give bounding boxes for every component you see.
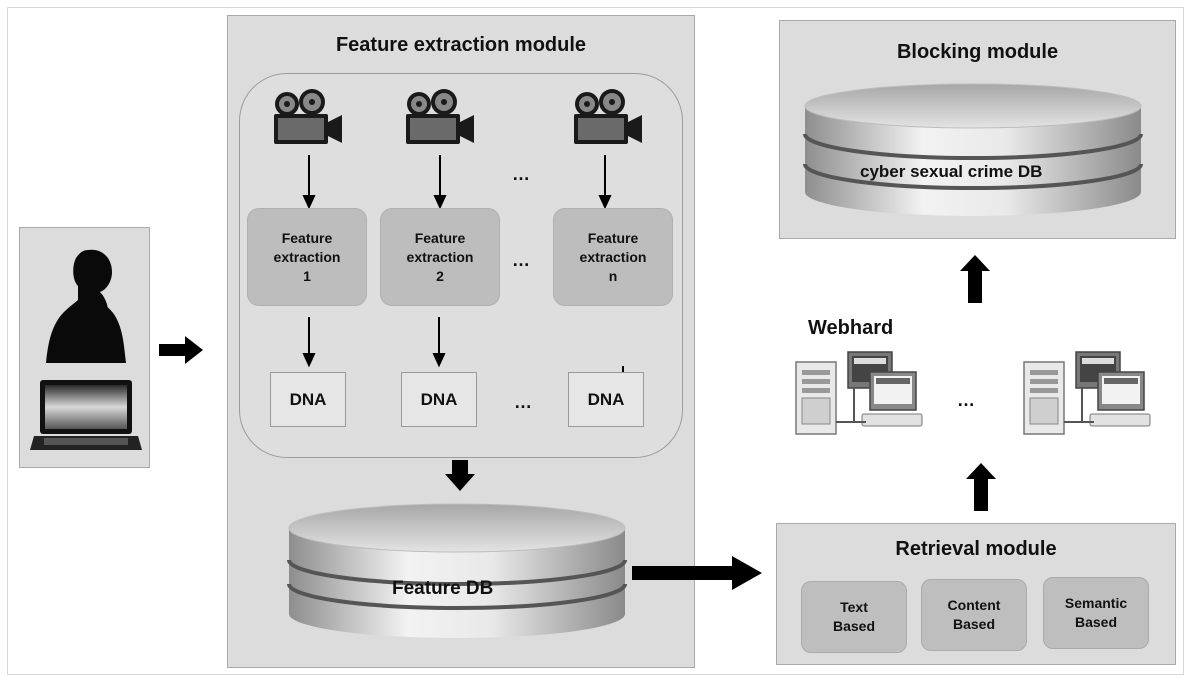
arrow-group-to-feature-db (445, 460, 475, 491)
semantic-based-box: Semantic Based (1043, 577, 1149, 649)
extraction-line3: n (608, 267, 618, 284)
extraction-line3: 2 (436, 267, 444, 284)
extraction-line1: Feature (414, 229, 466, 246)
server-computer-icon (1023, 351, 1151, 435)
server-computer-icon (795, 351, 923, 435)
dna-box-n: DNA (568, 372, 644, 427)
webhard-label: Webhard (808, 317, 894, 339)
extraction-line2: extraction (406, 248, 474, 265)
blocking-module-title: Blocking module (896, 41, 1059, 63)
extraction-line2: extraction (273, 248, 341, 265)
feature-module-title: Feature extraction module (335, 34, 587, 56)
extraction-line1: Feature (587, 229, 639, 246)
feature-db-cylinder (287, 503, 627, 638)
film-camera-icon (274, 89, 342, 144)
text-based-box: Text Based (801, 581, 907, 653)
arrow-webhard-to-blocking (960, 255, 990, 303)
input-panel (19, 227, 150, 468)
dna-box-2: DNA (401, 372, 477, 427)
distressed-person-icon (46, 249, 126, 363)
arrow-retrieval-to-webhard (966, 463, 996, 511)
feature-extraction-box-2: Feature extraction 2 (380, 208, 500, 306)
crime-db-label: cyber sexual crime DB (860, 162, 1043, 181)
method-line1: Content (947, 597, 1001, 613)
method-line2: Based (832, 618, 876, 634)
method-line2: Based (952, 616, 996, 632)
diagram-frame (7, 7, 1184, 675)
film-camera-icon (406, 89, 474, 144)
extraction-line2: extraction (579, 248, 647, 265)
method-line1: Semantic (1064, 595, 1128, 611)
crime-db-cylinder (803, 83, 1143, 216)
extraction-line3: 1 (303, 267, 311, 284)
retrieval-module-title: Retrieval module (895, 538, 1057, 560)
feature-extraction-box-n: Feature extraction n (553, 208, 673, 306)
feature-db-label: Feature DB (392, 578, 494, 599)
arrow-db-to-retrieval (632, 556, 762, 590)
method-line1: Text (840, 599, 868, 615)
arrow-input-to-feature (159, 336, 203, 364)
film-ellipsis: … (512, 164, 532, 184)
laptop-icon (30, 380, 142, 450)
dna-ellipsis: … (514, 392, 534, 412)
content-based-box: Content Based (921, 579, 1027, 651)
extraction-ellipsis: … (512, 250, 532, 270)
dna-box-1: DNA (270, 372, 346, 427)
extraction-line1: Feature (281, 229, 333, 246)
film-camera-icon (574, 89, 642, 144)
feature-extraction-box-1: Feature extraction 1 (247, 208, 367, 306)
webhard-ellipsis: … (957, 390, 977, 410)
method-line2: Based (1074, 614, 1118, 630)
